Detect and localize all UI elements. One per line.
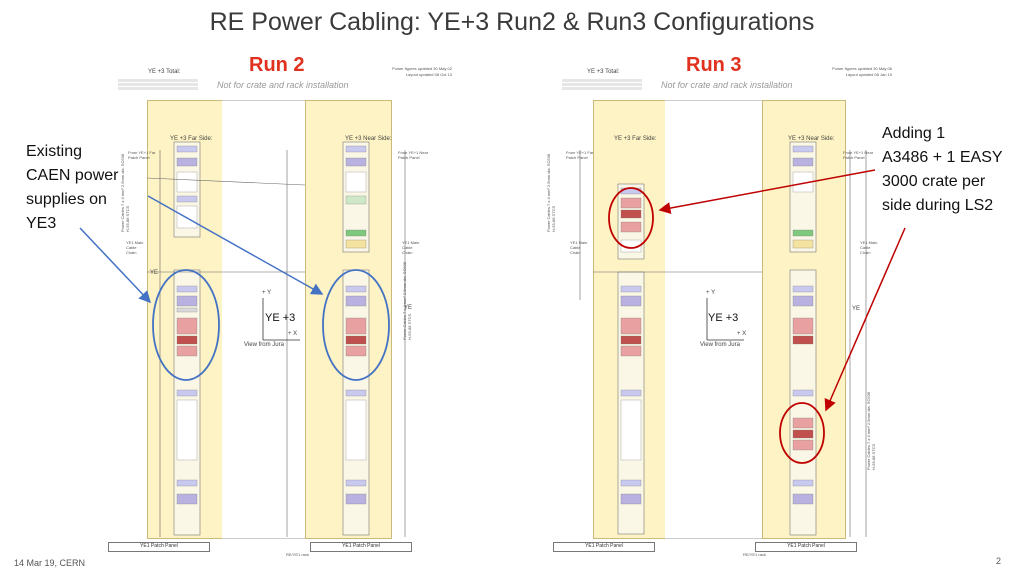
run2-cable-label: Power Cables 7 x 4 mm² 2.5mm dia. SC638 … (402, 261, 412, 340)
blue-arrow-left (79, 227, 152, 304)
run3-not-for: Not for crate and rack installation (661, 80, 793, 90)
run3-axis-x: + X (737, 331, 747, 337)
run3-note-2: Layout updated 08 Jan 19 (845, 72, 892, 77)
run3-near-rack-upper (789, 141, 817, 253)
run2-chain-left: YE1 Main Cable Chain (126, 240, 144, 255)
run2-not-for: Not for crate and rack installation (217, 80, 349, 90)
run3-near-side-label: YE +3 Near Side: (788, 136, 835, 142)
run2-far-side-label: YE +3 Far Side: (170, 136, 213, 142)
run2-near-rack-lower (342, 269, 370, 536)
callout-existing-line2: CAEN power (26, 167, 119, 184)
run2-note-1: Power figures updated 30 May 02 (392, 66, 452, 71)
callout-adding-line3: 3000 crate per (882, 173, 986, 190)
run2-patch-left: YE1 Patch Panel (108, 542, 210, 552)
run2-far-rack-lower (173, 269, 201, 536)
run2-note-2: Layout updated 08 Oct 13 (405, 72, 452, 77)
callout-existing-line4: YE3 (26, 215, 57, 232)
run3-chain-ye: YE (852, 306, 861, 312)
callout-adding-line2: A3486 + 1 EASY (882, 149, 1003, 166)
footer-date: 14 Mar 19, CERN (14, 558, 86, 568)
run3-total-table (562, 78, 642, 96)
run2-chain-ye-right: YE (404, 305, 413, 311)
run3-axes (706, 298, 744, 341)
run3-from-far: From YE+1 Far Patch Panel (566, 150, 594, 160)
run2-patch-right: YE1 Patch Panel (310, 542, 412, 552)
blue-arrow-right (147, 195, 324, 295)
slide-title: RE Power Cabling: YE+3 Run2 & Run3 Confi… (209, 8, 815, 36)
run3-ye-label: YE +3 (708, 312, 739, 324)
run2-near-rack-upper (342, 141, 370, 253)
run2-chain-ye-left: YE (150, 270, 159, 276)
run3-label: Run 3 (686, 54, 742, 76)
run2-from-near: From YE+1 Near Patch Panel (398, 150, 429, 160)
callout-adding: Adding 1 A3486 + 1 EASY 3000 crate per s… (882, 122, 1003, 218)
run3-chain-left: YE1 Main Cable Chain (570, 240, 588, 255)
run3-patch-right: YE1 Patch Panel (755, 542, 857, 552)
red-arrow-upper (658, 169, 876, 214)
run2-axis-y: + Y (262, 290, 272, 296)
run2-far-highlight (152, 269, 220, 381)
run3-axis-y: + Y (706, 290, 716, 296)
run2-from-far: From YE+1 Far Patch Panel (128, 150, 156, 160)
run2-axes (262, 298, 300, 341)
callout-existing-line3: supplies on (26, 191, 107, 208)
callout-adding-line4: side during LS2 (882, 197, 994, 214)
run3-view: View from Jura (700, 342, 740, 348)
callout-existing-line1: Existing (26, 143, 83, 160)
run2-far-rack-upper (173, 141, 201, 238)
run3-patch-left: YE1 Patch Panel (553, 542, 655, 552)
run2-cables (146, 150, 406, 537)
run3-chain-right: YE1 Main Cable Chain (860, 240, 878, 255)
run3-far-side-label: YE +3 Far Side: (614, 136, 657, 142)
run3-patch-mid: RE/YE1 rack (743, 552, 766, 557)
run2-ye-total: YE +3 Total: (148, 69, 181, 75)
red-arrow-lower (824, 227, 906, 412)
run2-label: Run 2 (249, 54, 305, 76)
run3-cables (579, 150, 867, 537)
run3-cable-label-right: Power Cables 7 x 4 mm² 2.5mm dia. SC638 … (866, 391, 876, 470)
callout-existing: Existing CAEN power supplies on YE3 (26, 140, 118, 236)
run3-far-highlight (608, 187, 654, 249)
run2-view: View from Jura (244, 342, 284, 348)
run3-middle-zone (665, 100, 762, 539)
run3-from-near: From YE+1 Near Patch Panel (843, 150, 874, 160)
run3-cable-label-left: Power Cables 7 x 4 mm² 2.5mm dia. SC638 … (546, 153, 556, 232)
run2-cable-label-left: Power Cables 7 x 4 mm² 2.5mm dia. SC638 … (120, 153, 130, 232)
run2-middle-zone (222, 100, 305, 539)
run2-near-side-label: YE +3 Near Side: (345, 136, 392, 142)
run3-ye-total: YE +3 Total: (587, 69, 620, 75)
run3-far-rack-lower (617, 271, 645, 535)
run2-total-table (118, 78, 198, 96)
run3-note-1: Power figures updated 30 May 06 (832, 66, 892, 71)
run2-chain-right: YE1 Main Cable Chain (402, 240, 420, 255)
run3-near-highlight (779, 402, 825, 464)
callout-adding-line1: Adding 1 (882, 125, 946, 142)
run2-ye-label: YE +3 (265, 312, 296, 324)
run2-patch-mid: RE/YE1 rack (286, 552, 309, 557)
page-number: 2 (996, 556, 1002, 566)
run2-near-highlight (322, 269, 390, 381)
run2-axis-x: + X (288, 331, 298, 337)
